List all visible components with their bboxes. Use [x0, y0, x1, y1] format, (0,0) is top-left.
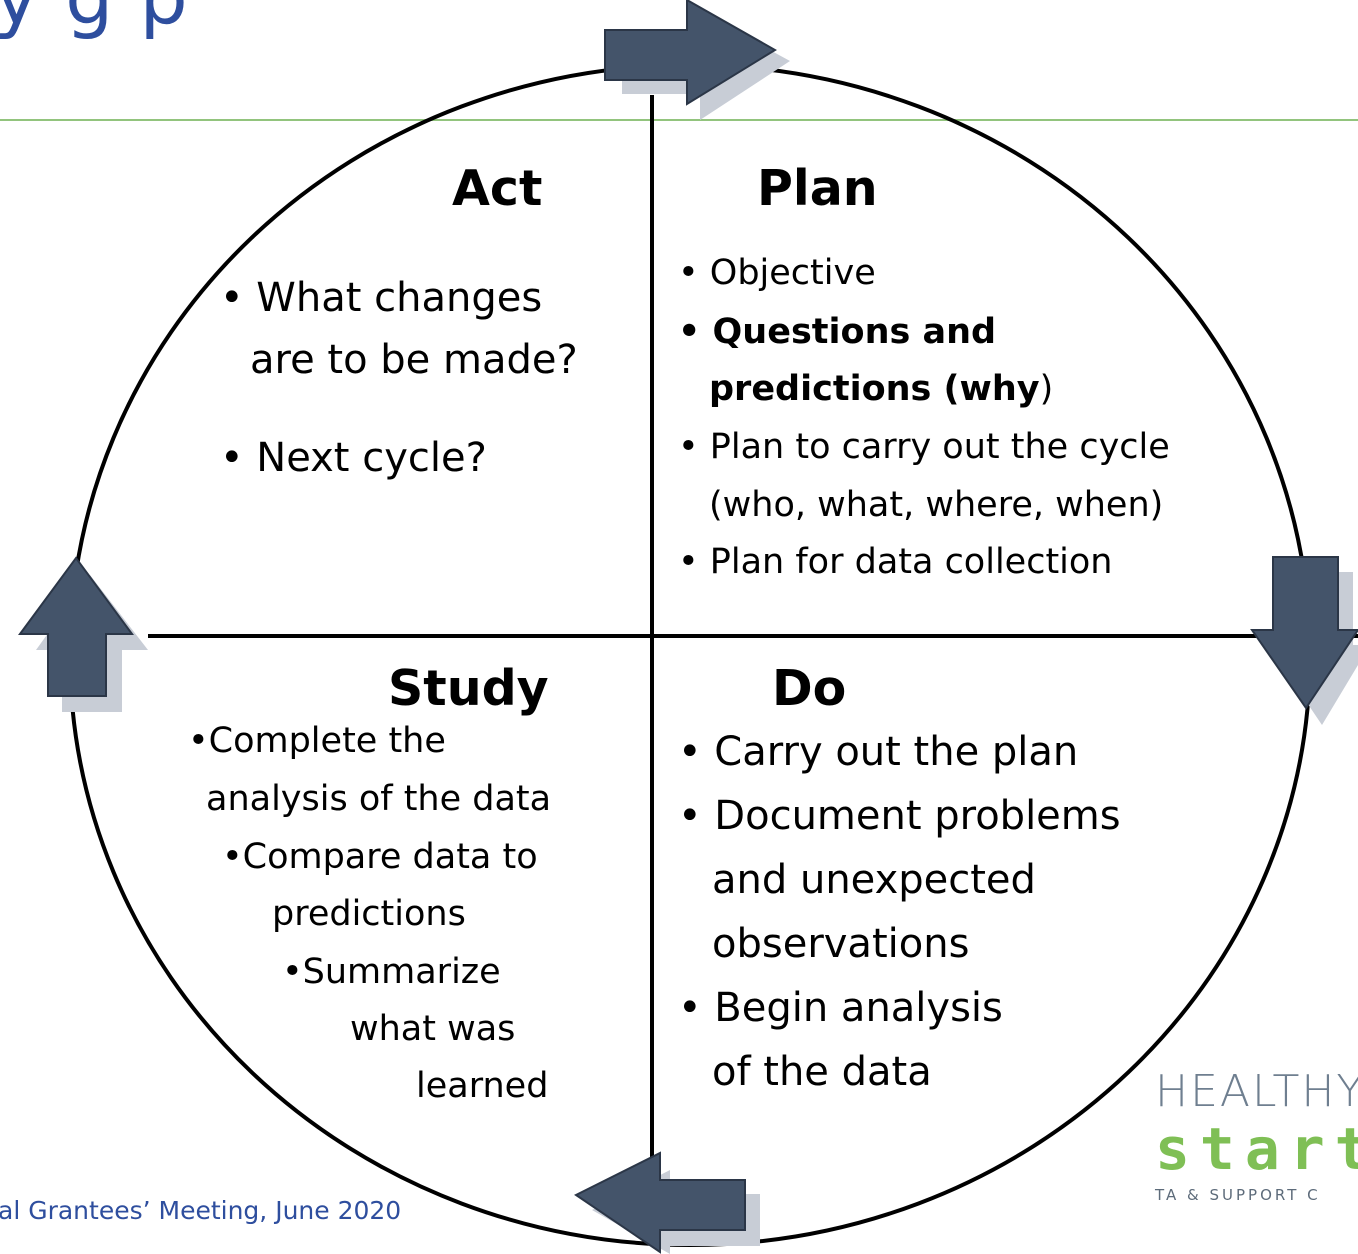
- plan-item: • Objective: [678, 253, 876, 293]
- plan-heading: Plan: [757, 160, 878, 217]
- plan-item: • Plan to carry out the cycle: [678, 427, 1170, 467]
- logo-line-start: start: [1155, 1115, 1358, 1183]
- arrow-left-icon: [574, 1151, 760, 1254]
- do-item: and unexpected: [712, 857, 1036, 903]
- arrow-up-icon: [18, 556, 148, 712]
- do-item: • Document problems: [678, 793, 1121, 839]
- study-item: •Compare data to: [222, 837, 538, 877]
- arrow-down-icon: [1250, 556, 1358, 725]
- plan-item: predictions (why): [709, 372, 1053, 407]
- act-heading: Act: [452, 160, 543, 217]
- plan-item: (who, what, where, when): [709, 485, 1164, 525]
- study-item: predictions: [272, 894, 466, 934]
- do-heading: Do: [772, 660, 847, 717]
- study-item: what was: [350, 1009, 516, 1049]
- study-item: analysis of the data: [206, 779, 552, 819]
- plan-item-paren: ): [1039, 369, 1054, 409]
- study-item: learned: [416, 1066, 549, 1106]
- do-item: • Carry out the plan: [678, 729, 1079, 775]
- plan-item-bold: predictions (why: [709, 369, 1040, 409]
- study-item: •Summarize: [282, 952, 501, 992]
- arrow-right-icon: [604, 0, 790, 120]
- study-heading: Study: [388, 660, 549, 717]
- do-item: • Begin analysis: [678, 985, 1003, 1031]
- logo-line-healthy: HEALTHY: [1155, 1066, 1358, 1117]
- footer-meeting-text: al Grantees’ Meeting, June 2020: [0, 1196, 402, 1225]
- logo-line-tagline: TA & SUPPORT C: [1155, 1186, 1321, 1204]
- act-item: are to be made?: [250, 337, 578, 383]
- study-item: •Complete the: [188, 721, 446, 761]
- cycle-ellipse: [68, 63, 1312, 1247]
- plan-item: • Plan for data collection: [678, 542, 1113, 582]
- title-divider: [0, 119, 1358, 121]
- do-item: observations: [712, 921, 970, 967]
- act-item: • Next cycle?: [220, 435, 487, 481]
- plan-item: • Questions and: [678, 312, 997, 352]
- do-item: of the data: [712, 1049, 932, 1095]
- slide-title-fragment: y g p: [0, 0, 189, 41]
- healthy-start-logo: HEALTHY start TA & SUPPORT C: [1155, 1066, 1358, 1205]
- act-item: • What changes: [220, 275, 543, 321]
